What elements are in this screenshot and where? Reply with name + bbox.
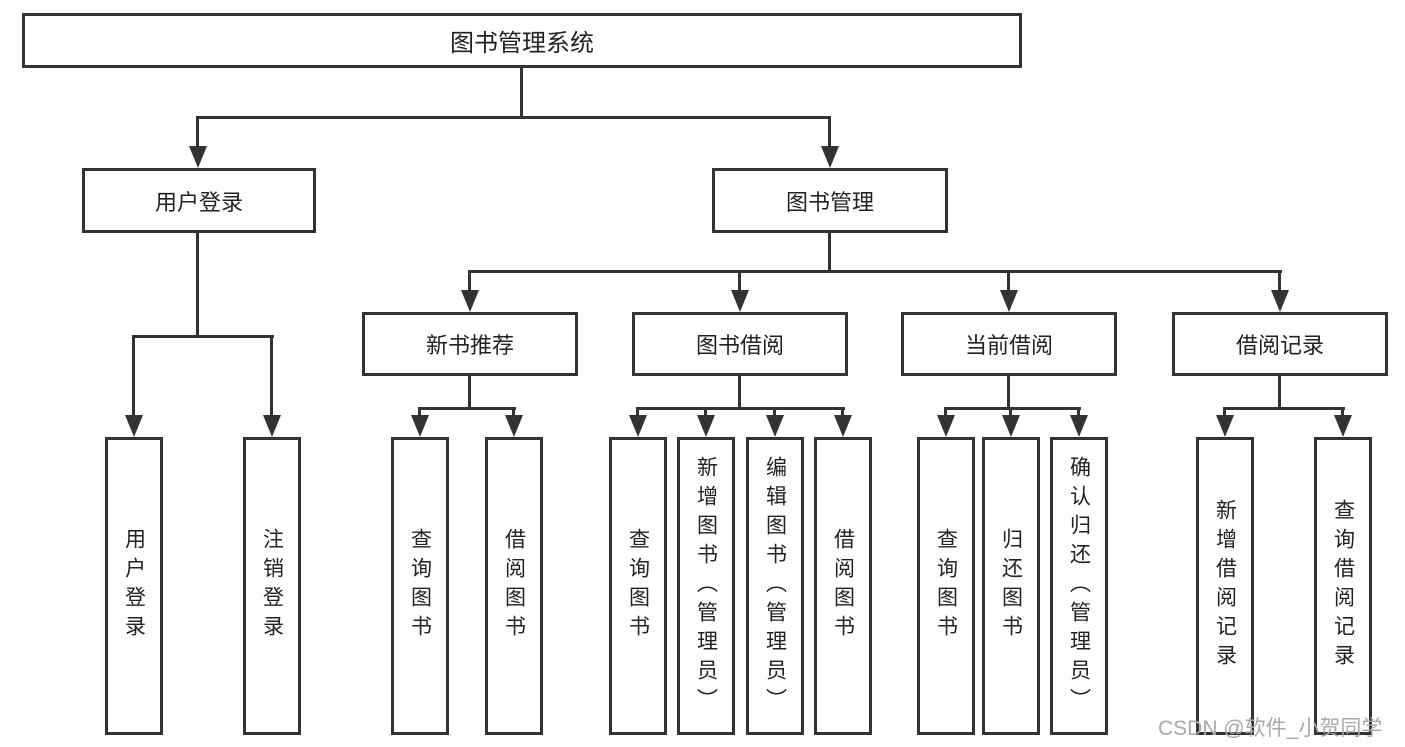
connector-line: [1009, 410, 1012, 417]
node-borrow-records-label: 借阅记录: [1235, 333, 1324, 358]
arrow-down-icon: [1000, 290, 1018, 312]
connector-line: [636, 410, 639, 417]
arrow-down-icon: [834, 415, 852, 437]
connector-line: [828, 233, 831, 273]
connector-line: [196, 119, 199, 148]
node-library-system-label: 图书管理系统: [450, 30, 594, 57]
connector-line: [944, 407, 1081, 410]
arrow-down-icon: [1334, 415, 1352, 437]
connector-line: [468, 376, 471, 410]
arrow-down-icon: [189, 146, 207, 168]
connector-line: [132, 338, 135, 416]
node-current-borrowing-label: 当前借阅: [964, 333, 1053, 358]
arrow-down-icon: [263, 415, 281, 437]
arrow-down-icon: [1271, 290, 1289, 312]
node-library-system: 图书管理系统: [22, 13, 1022, 68]
leaf-cb-confirm-return-admin-label: 确认归还（管理员）: [1067, 455, 1091, 717]
leaf-bb-borrow-books-label: 借阅图书: [831, 528, 855, 644]
connector-line: [1278, 273, 1281, 292]
arrow-down-icon: [1070, 415, 1088, 437]
leaf-br-query-record-label: 查询借阅记录: [1331, 499, 1355, 673]
leaf-bb-query-books-label: 查询图书: [626, 528, 650, 644]
leaf-nb-query-books: 查询图书: [391, 437, 449, 735]
leaf-br-add-record: 新增借阅记录: [1196, 437, 1254, 735]
leaf-br-add-record-label: 新增借阅记录: [1213, 499, 1237, 673]
connector-line: [196, 233, 199, 338]
connector-line: [418, 410, 421, 417]
node-new-book-recommend-label: 新书推荐: [425, 333, 514, 358]
connector-line: [1223, 410, 1226, 417]
connector-line: [468, 270, 1282, 273]
node-user-login-label: 用户登录: [154, 189, 243, 215]
connector-line: [468, 273, 471, 292]
arrow-down-icon: [731, 290, 749, 312]
csdn-watermark: CSDN @软件_小贺同学: [1158, 717, 1383, 740]
leaf-nb-query-books-label: 查询图书: [408, 528, 432, 644]
leaf-nb-borrow-books-label: 借阅图书: [502, 528, 526, 644]
connector-line: [1278, 376, 1281, 410]
arrow-down-icon: [1002, 415, 1020, 437]
connector-line: [418, 407, 516, 410]
leaf-logout-login: 注销登录: [243, 437, 301, 735]
arrow-down-icon: [937, 415, 955, 437]
leaf-bb-borrow-books: 借阅图书: [814, 437, 872, 735]
arrow-down-icon: [697, 415, 715, 437]
node-user-login: 用户登录: [82, 168, 316, 233]
connector-line: [636, 407, 845, 410]
leaf-cb-return-books: 归还图书: [982, 437, 1040, 735]
node-book-management: 图书管理: [712, 168, 948, 233]
node-new-book-recommend: 新书推荐: [362, 312, 578, 376]
arrow-down-icon: [766, 415, 784, 437]
connector-line: [841, 410, 844, 417]
node-book-borrowing: 图书借阅: [632, 312, 848, 376]
node-borrow-records: 借阅记录: [1172, 312, 1388, 376]
leaf-user-login: 用户登录: [105, 437, 163, 735]
leaf-nb-borrow-books: 借阅图书: [485, 437, 543, 735]
leaf-bb-query-books: 查询图书: [609, 437, 667, 735]
leaf-cb-query-books: 查询图书: [917, 437, 975, 735]
arrow-down-icon: [821, 146, 839, 168]
connector-line: [270, 338, 273, 416]
arrow-down-icon: [1216, 415, 1234, 437]
leaf-user-login-label: 用户登录: [122, 528, 146, 644]
connector-line: [738, 273, 741, 292]
connector-line: [828, 119, 831, 148]
leaf-cb-confirm-return-admin: 确认归还（管理员）: [1050, 437, 1108, 735]
arrow-down-icon: [505, 415, 523, 437]
node-current-borrowing: 当前借阅: [901, 312, 1117, 376]
leaf-logout-login-label: 注销登录: [260, 528, 284, 644]
node-book-management-label: 图书管理: [785, 189, 874, 215]
arrow-down-icon: [125, 415, 143, 437]
node-book-borrowing-label: 图书借阅: [695, 333, 784, 358]
connector-line: [704, 410, 707, 417]
connector-line: [1007, 376, 1010, 410]
connector-line: [520, 68, 523, 119]
connector-line: [738, 376, 741, 410]
leaf-br-query-record: 查询借阅记录: [1314, 437, 1372, 735]
leaf-bb-add-books-admin: 新增图书（管理员）: [677, 437, 735, 735]
leaf-cb-query-books-label: 查询图书: [934, 528, 958, 644]
connector-line: [196, 116, 831, 119]
leaf-bb-add-books-admin-label: 新增图书（管理员）: [694, 455, 718, 717]
connector-line: [944, 410, 947, 417]
arrow-down-icon: [411, 415, 429, 437]
leaf-bb-edit-books-admin: 编辑图书（管理员）: [746, 437, 804, 735]
connector-line: [773, 410, 776, 417]
arrow-down-icon: [461, 290, 479, 312]
connector-line: [512, 410, 515, 417]
leaf-bb-edit-books-admin-label: 编辑图书（管理员）: [763, 455, 787, 717]
connector-line: [1077, 410, 1080, 417]
connector-line: [1223, 407, 1345, 410]
connector-line: [1341, 410, 1344, 417]
leaf-cb-return-books-label: 归还图书: [999, 528, 1023, 644]
arrow-down-icon: [629, 415, 647, 437]
connector-line: [1007, 273, 1010, 292]
connector-line: [132, 335, 274, 338]
